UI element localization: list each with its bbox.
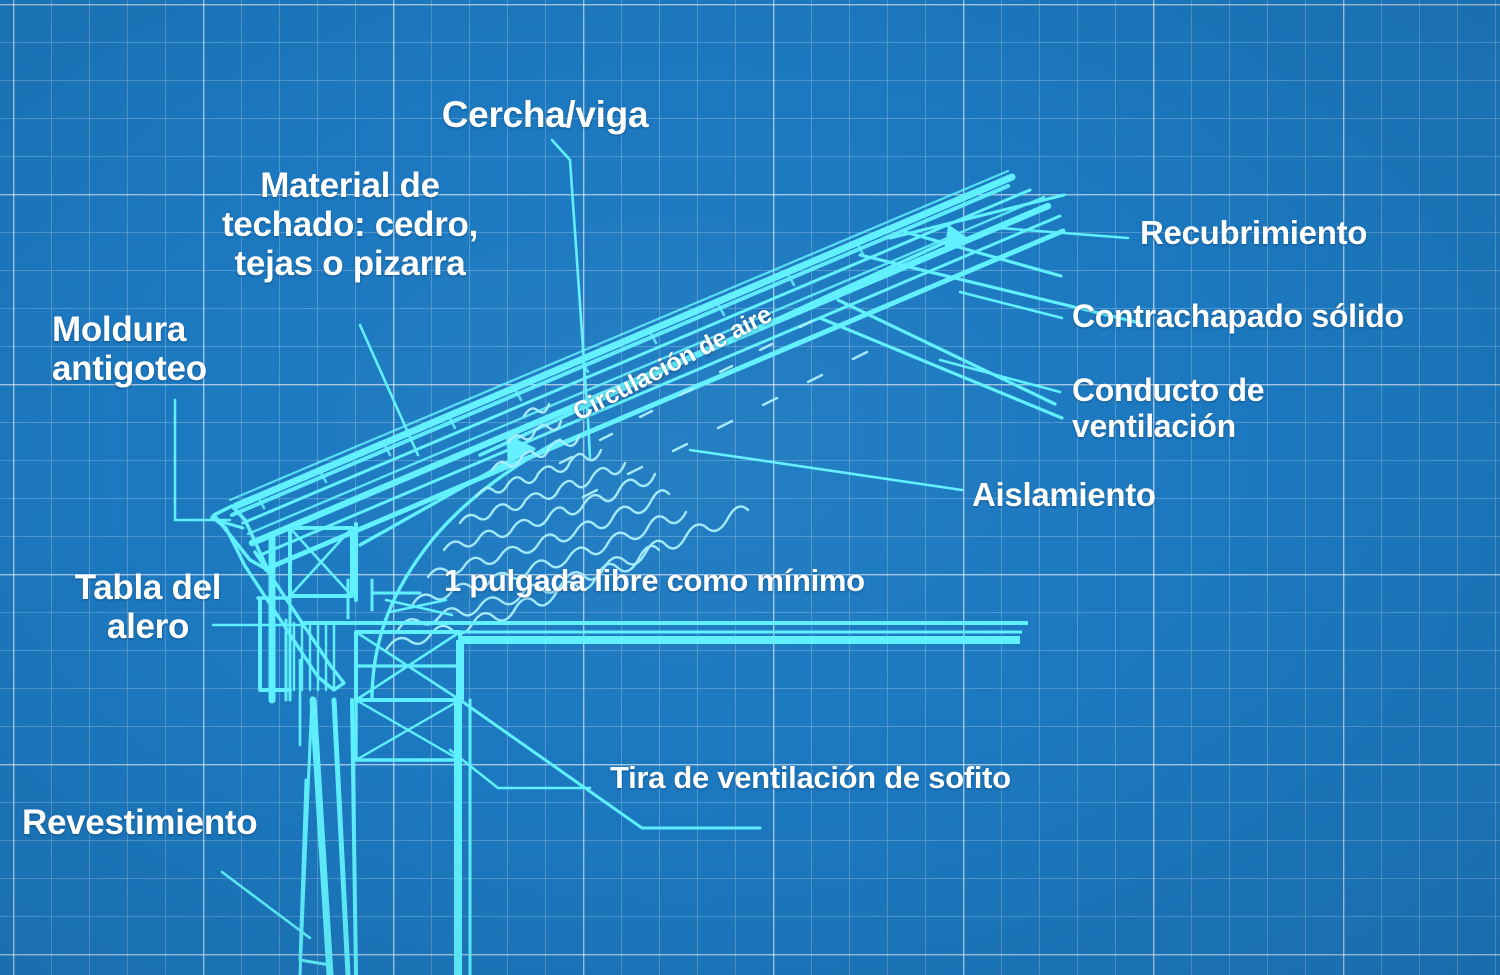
leader-roofing-material — [358, 323, 420, 457]
label-truss: Cercha/viga — [441, 94, 649, 135]
roof-assembly — [210, 169, 1066, 692]
label-solid-plywood: Contrachapado sólido — [1072, 298, 1404, 334]
label-drip-edge: Moldura antigoteo — [52, 310, 207, 389]
label-clearance: 1 pulgada libre como mínimo — [444, 563, 865, 598]
underlayment-layer — [241, 188, 1046, 536]
upper-roof-detail-lines — [818, 193, 1142, 420]
label-siding: Revestimiento — [22, 803, 258, 842]
rafter-line — [263, 228, 1066, 572]
label-vent-duct: Conducto de ventilación — [1072, 372, 1265, 445]
label-underlayment: Recubrimiento — [1140, 214, 1368, 251]
label-roofing-material: Material de techado: cedro, tejas o piza… — [221, 166, 479, 284]
leader-plywood — [958, 290, 1064, 320]
label-insulation: Aislamiento — [972, 476, 1156, 513]
leader-truss — [550, 138, 592, 460]
label-fascia-board: Tabla del alero — [74, 568, 222, 647]
leader-drip-edge — [173, 398, 232, 522]
leader-insulation — [688, 448, 964, 492]
leader-vent-duct — [938, 358, 1062, 394]
leader-underlayment — [998, 226, 1130, 240]
eave-soffit-structure — [256, 522, 462, 762]
wall-siding — [298, 658, 762, 975]
leader-siding — [220, 870, 312, 940]
roofing-material-layer — [230, 173, 1016, 517]
leader-soffit-vent — [448, 748, 592, 790]
leader-lines — [173, 138, 1130, 940]
ventilation-airflow — [358, 224, 970, 702]
ceiling-drywall — [300, 621, 1028, 700]
label-soffit-vent-strip: Tira de ventilación de sofito — [610, 760, 1011, 795]
